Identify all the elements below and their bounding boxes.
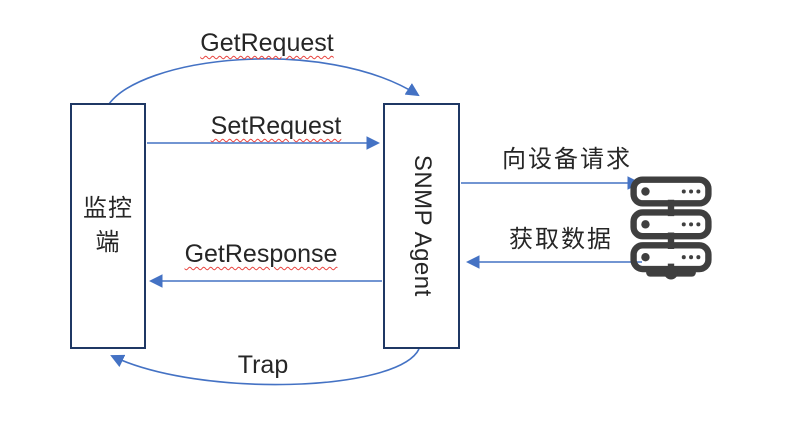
monitor-label-line1: 监控 [83, 195, 133, 223]
fetch-data-label: 获取数据 [509, 226, 613, 253]
request-to-device-label: 向设备请求 [502, 146, 632, 173]
monitor-label-line2: 端 [95, 229, 121, 256]
snmp-agent-node-box: SNMP Agent [383, 103, 460, 349]
setrequest-label: SetRequest [210, 112, 342, 140]
snmp-agent-label: SNMP Agent [408, 155, 436, 297]
getresponse-label: GetResponse [184, 240, 338, 268]
trap-label: Trap [237, 351, 289, 379]
getrequest-arrow [106, 58, 420, 108]
getrequest-label: GetRequest [200, 29, 334, 57]
server-icon [629, 176, 713, 280]
monitor-node-label: 监控 端 [83, 192, 133, 259]
monitor-node-box: 监控 端 [70, 103, 146, 349]
